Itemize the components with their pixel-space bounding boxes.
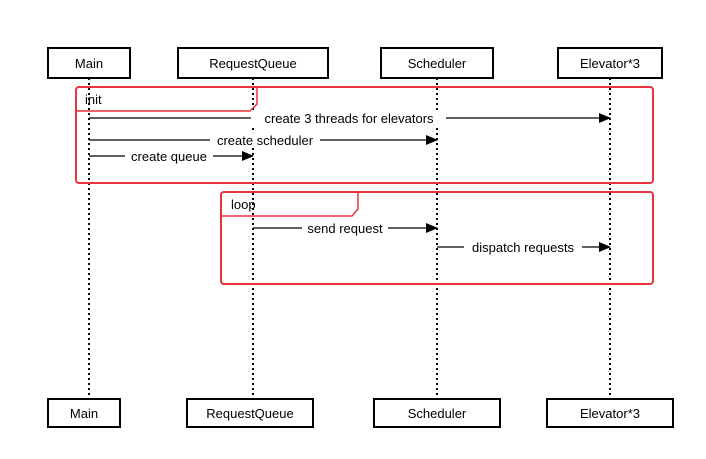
svg-text:Scheduler: Scheduler [408,406,467,421]
svg-text:Main: Main [70,406,98,421]
participant-main-top: Main [47,47,131,79]
participant-scheduler-top: Scheduler [380,47,494,79]
participant-requestqueue-top: RequestQueue [177,47,329,79]
message-label: dispatch requests [472,240,574,255]
fragment-loop-label: loop [231,197,256,212]
svg-text:RequestQueue: RequestQueue [206,406,293,421]
svg-text:Scheduler: Scheduler [408,56,467,71]
fragment-loop: loop [220,191,654,285]
message-label: create queue [131,149,207,164]
participant-elevator-top: Elevator*3 [557,47,663,79]
message-label: create scheduler [217,133,314,148]
fragment-init: init [75,86,654,184]
fragment-init-label: init [85,92,102,107]
message-create-threads: create 3 threads for elevators [89,110,611,126]
message-create-queue: create queue [89,148,254,164]
participant-requestqueue-bottom: RequestQueue [186,398,314,428]
participant-scheduler-bottom: Scheduler [373,398,501,428]
svg-text:RequestQueue: RequestQueue [209,56,296,71]
message-send-request: send request [253,220,438,236]
message-label: send request [307,221,383,236]
message-dispatch-requests: dispatch requests [437,239,611,255]
message-label: create 3 threads for elevators [264,111,434,126]
message-create-scheduler: create scheduler [89,132,438,148]
svg-text:Elevator*3: Elevator*3 [580,56,640,71]
participant-main-bottom: Main [47,398,121,428]
svg-text:Main: Main [75,56,103,71]
svg-text:Elevator*3: Elevator*3 [580,406,640,421]
participant-elevator-bottom: Elevator*3 [546,398,674,428]
